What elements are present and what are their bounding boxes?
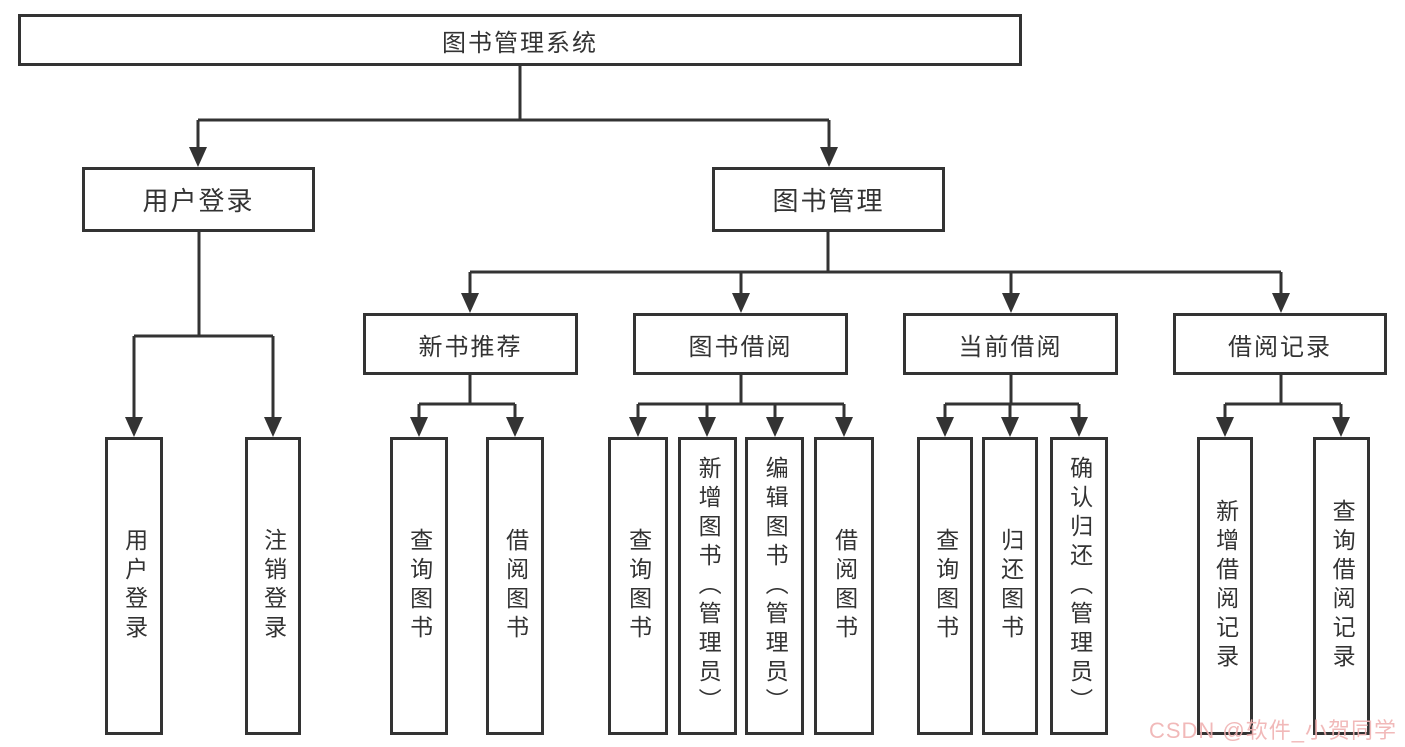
node-root-label: 图书管理系统 — [442, 29, 598, 57]
leaf-user-login: 用户登录 — [105, 437, 163, 735]
node-book-management-label: 图书管理 — [772, 186, 885, 216]
node-book-borrow-label: 图书借阅 — [688, 333, 793, 361]
leaf-bb-query-books-label: 查询图书 — [625, 528, 652, 644]
leaf-cb-query-books-label: 查询图书 — [932, 528, 959, 644]
leaf-cb-confirm-return-admin: 确认归还（管理员） — [1050, 437, 1108, 735]
node-user-login-label: 用户登录 — [142, 186, 255, 216]
leaf-br-add-record-label: 新增借阅记录 — [1212, 499, 1239, 673]
csdn-watermark: CSDN @软件_小贺同学 — [1148, 718, 1397, 743]
node-book-borrow: 图书借阅 — [633, 313, 848, 375]
leaf-br-query-record-label: 查询借阅记录 — [1329, 499, 1356, 673]
leaf-logout-label: 注销登录 — [260, 528, 287, 644]
leaf-br-add-record: 新增借阅记录 — [1197, 437, 1253, 735]
leaf-cb-confirm-return-admin-label: 确认归还（管理员） — [1066, 455, 1093, 717]
leaf-bb-borrow-books: 借阅图书 — [814, 437, 874, 735]
leaf-user-login-label: 用户登录 — [121, 528, 148, 644]
leaf-bb-edit-books-admin-label: 编辑图书（管理员） — [762, 455, 789, 717]
leaf-cb-query-books: 查询图书 — [917, 437, 973, 735]
node-new-book-recommend-label: 新书推荐 — [418, 333, 523, 361]
arrowheads — [125, 147, 1350, 437]
leaf-bb-borrow-books-label: 借阅图书 — [831, 528, 858, 644]
node-book-management: 图书管理 — [712, 167, 945, 232]
node-root: 图书管理系统 — [18, 14, 1022, 66]
node-new-book-recommend: 新书推荐 — [363, 313, 578, 375]
leaf-bb-edit-books-admin: 编辑图书（管理员） — [745, 437, 804, 735]
leaf-bb-add-books-admin: 新增图书（管理员） — [678, 437, 737, 735]
leaf-rec-borrow-books-label: 借阅图书 — [502, 528, 529, 644]
leaf-rec-borrow-books: 借阅图书 — [486, 437, 544, 735]
leaf-bb-query-books: 查询图书 — [608, 437, 668, 735]
leaf-logout: 注销登录 — [245, 437, 301, 735]
leaf-rec-query-books: 查询图书 — [390, 437, 448, 735]
leaf-cb-return-books-label: 归还图书 — [997, 528, 1024, 644]
node-user-login: 用户登录 — [82, 167, 315, 232]
leaf-cb-return-books: 归还图书 — [982, 437, 1038, 735]
node-borrow-records-label: 借阅记录 — [1228, 333, 1332, 361]
node-current-borrow: 当前借阅 — [903, 313, 1118, 375]
node-borrow-records: 借阅记录 — [1173, 313, 1387, 375]
leaf-bb-add-books-admin-label: 新增图书（管理员） — [695, 455, 722, 717]
leaf-br-query-record: 查询借阅记录 — [1313, 437, 1370, 735]
leaf-rec-query-books-label: 查询图书 — [406, 528, 433, 644]
node-current-borrow-label: 当前借阅 — [958, 333, 1063, 361]
